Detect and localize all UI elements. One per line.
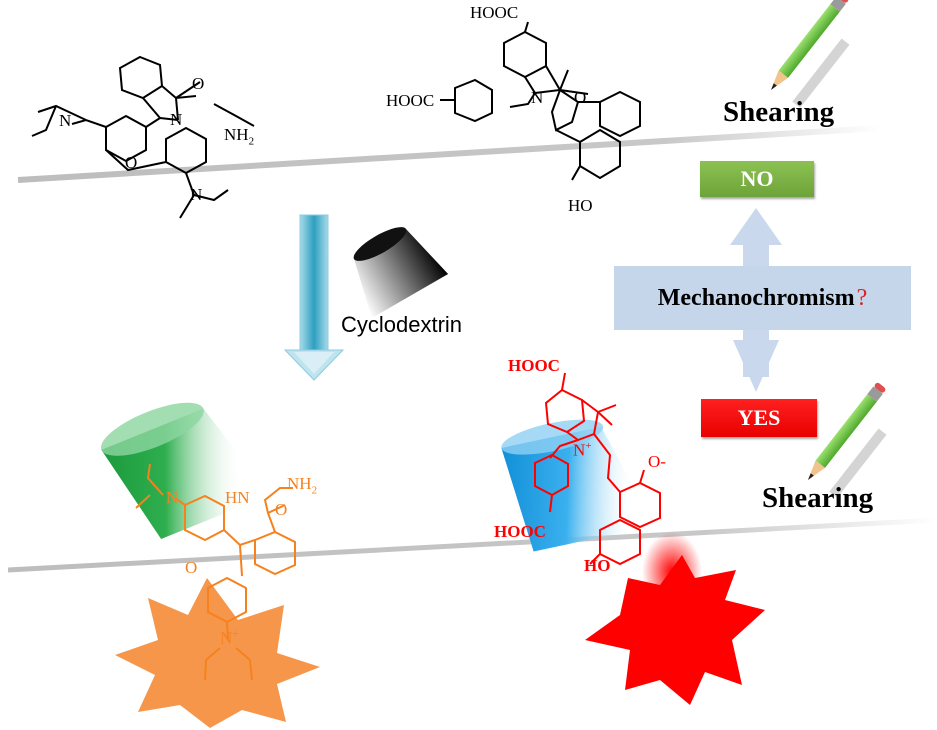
orange-hn: HN (225, 488, 250, 507)
rhodamine-open-structure (135, 463, 296, 681)
rhodamine-nh2: NH2 (224, 125, 254, 147)
spiropyran-cooh-left: HOOC (386, 91, 435, 110)
shearing-label-top: Shearing (723, 96, 835, 128)
orange-fluorescence-star (115, 578, 320, 728)
red-plus-charge: + (585, 440, 592, 452)
red-cooh-top: HOOC (508, 356, 560, 375)
blue-cyclodextrin-icon (501, 419, 655, 552)
orange-o-ring: O (185, 558, 198, 577)
orange-o-carbonyl: O (275, 500, 288, 519)
rhodamine-n-bottom: N (190, 185, 203, 204)
orange-nh-text: NH (287, 474, 312, 493)
cyclodextrin-cone-icon (353, 227, 449, 318)
orange-nh2: NH2 (287, 474, 317, 496)
spiropyran-o: O (574, 88, 587, 107)
merocyanine-structure (534, 372, 661, 566)
rhodamine-n-lactam: N (170, 110, 183, 129)
orange-n-plus: N+ (220, 628, 239, 649)
pencil-icon-bottom (803, 381, 887, 498)
yes-text: YES (737, 405, 781, 430)
rhodamine-o-ring: O (125, 153, 138, 172)
rhodamine-spirolactam-structure (31, 55, 255, 219)
pencil-icon-top (766, 0, 850, 108)
mechanochromism-box: Mechanochromism? (614, 266, 911, 330)
orange-plus-charge: + (232, 628, 239, 640)
red-fluorescence-star (585, 555, 765, 705)
nh-subscript: 2 (248, 135, 255, 148)
orange-n-plus-text: N (220, 628, 233, 648)
cyclodextrin-label: Cyclodextrin (341, 312, 463, 337)
yes-badge: YES (701, 399, 817, 437)
shearing-label-bottom: Shearing (762, 482, 874, 514)
no-text: NO (740, 166, 774, 191)
red-o-minus: O- (648, 452, 666, 471)
rhodamine-o-carbonyl: O (192, 74, 205, 93)
orange-n-left: N (166, 488, 179, 507)
red-oh: HO (584, 556, 611, 575)
spiropyran-n: N (531, 88, 544, 107)
bottom-surface-line (7, 517, 937, 573)
rhodamine-n-left: N (59, 111, 72, 130)
top-surface-line (17, 125, 881, 183)
reaction-arrow-down (283, 214, 345, 381)
red-n-text: N (573, 440, 586, 460)
orange-nh-subscript: 2 (311, 484, 318, 497)
nh-text: NH (224, 125, 249, 144)
red-cooh-bottom: HOOC (494, 522, 546, 541)
question-mark: ? (856, 284, 868, 311)
spiropyran-structure (440, 21, 641, 181)
spiropyran-cooh-top: HOOC (470, 3, 519, 22)
red-n-plus: N+ (573, 440, 592, 461)
no-badge: NO (700, 161, 814, 197)
green-cyclodextrin-icon (100, 402, 271, 539)
spiropyran-oh: HO (568, 196, 593, 215)
mechanochromism-text: Mechanochromism (657, 284, 855, 311)
